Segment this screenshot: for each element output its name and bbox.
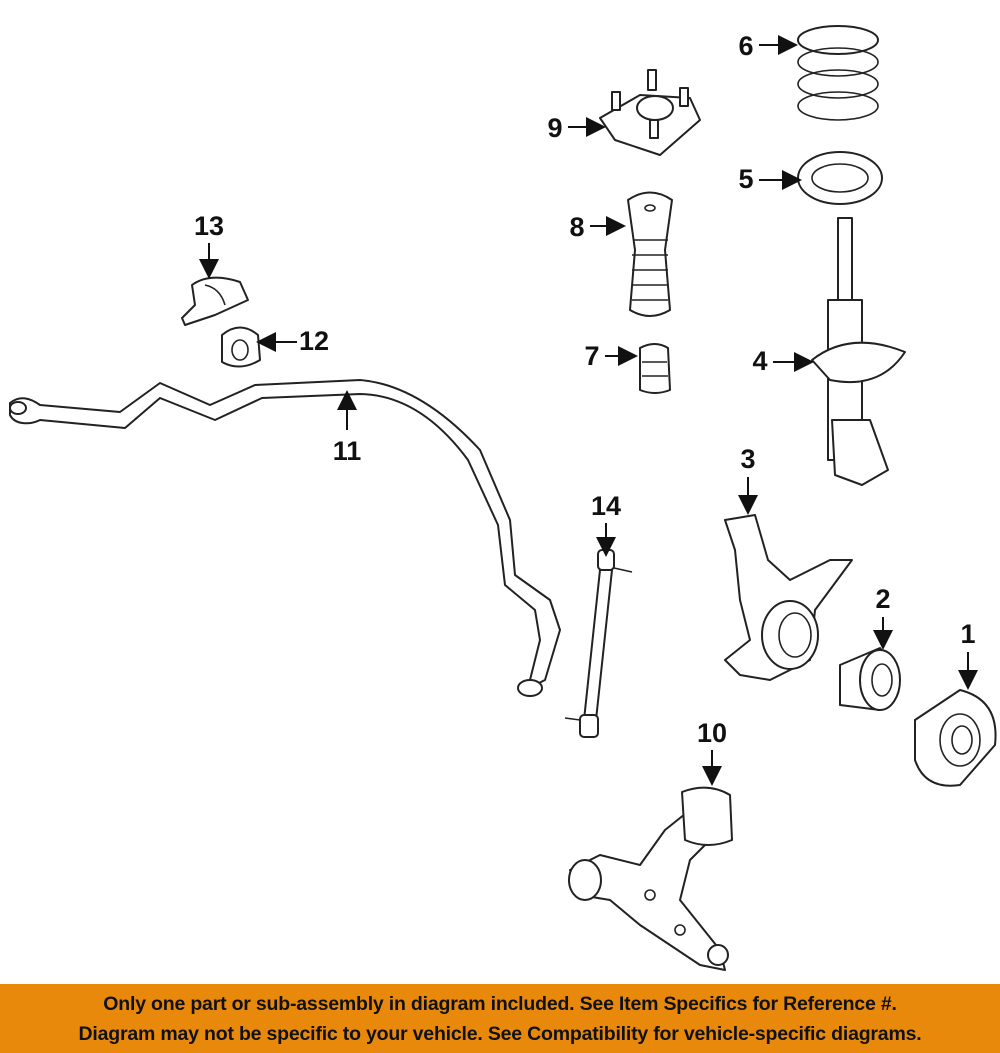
part-strut-mount[interactable] <box>599 69 701 156</box>
callout-label: 10 <box>697 718 727 748</box>
callout-13: 13 <box>194 211 224 279</box>
callout-label: 7 <box>584 341 599 371</box>
callout-label: 13 <box>194 211 224 241</box>
callout-label: 9 <box>547 113 562 143</box>
callout-11: 11 <box>333 390 362 466</box>
part-bump-stop[interactable] <box>639 343 671 394</box>
callout-label: 14 <box>591 491 621 521</box>
suspension-parts-diagram: 1 2 3 4 5 6 7 8 9 10 11 12 13 14 <box>9 25 997 971</box>
callout-label: 6 <box>738 31 753 61</box>
callout-label: 3 <box>740 444 755 474</box>
callout-label: 4 <box>752 346 767 376</box>
callout-9: 9 <box>547 113 606 143</box>
disclaimer-line-1: Only one part or sub-assembly in diagram… <box>103 993 897 1015</box>
disclaimer-banner: Only one part or sub-assembly in diagram… <box>0 984 1000 1053</box>
callout-label: 1 <box>960 619 975 649</box>
callout-6: 6 <box>738 31 798 61</box>
callout-14: 14 <box>591 491 621 557</box>
disclaimer-line-2: Diagram may not be specific to your vehi… <box>78 1023 922 1045</box>
callout-2: 2 <box>873 584 893 650</box>
callout-3: 3 <box>738 444 758 515</box>
part-dust-boot[interactable] <box>627 191 673 317</box>
part-stabilizer-link[interactable] <box>564 549 633 738</box>
callout-label: 2 <box>875 584 890 614</box>
part-lower-control-arm[interactable] <box>568 786 733 971</box>
callout-8: 8 <box>569 212 626 242</box>
callout-label: 8 <box>569 212 584 242</box>
callout-label: 12 <box>299 326 329 356</box>
part-coil-spring[interactable] <box>797 25 879 121</box>
callout-7: 7 <box>584 341 638 371</box>
part-steering-knuckle[interactable] <box>724 514 853 681</box>
part-stabilizer-bushing[interactable] <box>221 326 261 368</box>
callout-1: 1 <box>958 619 978 690</box>
callout-12: 12 <box>256 326 329 356</box>
callout-10: 10 <box>697 718 727 786</box>
part-wheel-bearing[interactable] <box>839 647 901 711</box>
callout-label: 11 <box>333 436 362 466</box>
callout-4: 4 <box>752 346 814 376</box>
part-wheel-hub[interactable] <box>914 689 997 787</box>
part-spring-seat[interactable] <box>797 151 883 205</box>
callout-label: 5 <box>738 164 753 194</box>
part-stabilizer-bar[interactable] <box>9 379 561 697</box>
part-strut[interactable] <box>811 217 906 486</box>
part-stabilizer-bracket[interactable] <box>181 276 249 326</box>
callout-5: 5 <box>738 164 802 194</box>
